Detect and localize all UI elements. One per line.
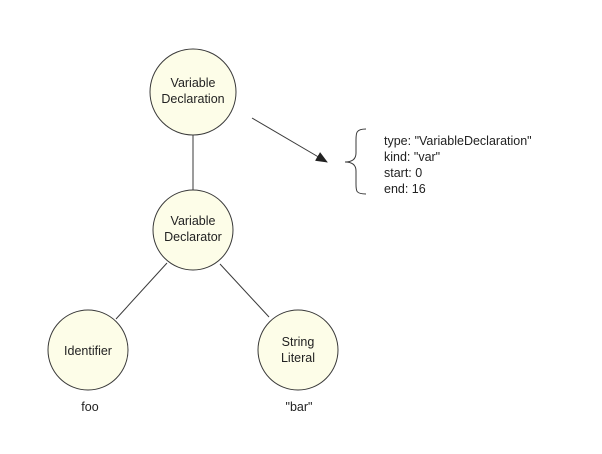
node-string-literal-line2: Literal: [281, 351, 315, 365]
node-string-literal-circle: [257, 309, 339, 391]
node-variable-declarator-line2: Declarator: [164, 230, 222, 244]
string-literal-value: "bar": [286, 400, 313, 414]
property-type: type: "VariableDeclaration": [384, 134, 532, 148]
property-start: start: 0: [384, 166, 422, 180]
edge-declarator-to-identifier: [115, 262, 168, 320]
node-variable-declarator: Variable Declarator: [152, 189, 234, 271]
property-kind: kind: "var": [384, 150, 440, 164]
properties-brace: [344, 128, 367, 195]
node-identifier: Identifier: [47, 309, 129, 391]
node-variable-declaration: Variable Declaration: [149, 48, 237, 136]
node-variable-declaration-line1: Variable: [171, 76, 216, 90]
identifier-value: foo: [81, 400, 98, 414]
node-variable-declaration-circle: [149, 48, 237, 136]
node-variable-declarator-line1: Variable: [171, 214, 216, 228]
node-string-literal: String Literal: [257, 309, 339, 391]
node-identifier-label: Identifier: [64, 344, 112, 358]
edge-declarator-to-string-literal: [219, 263, 270, 318]
node-variable-declarator-circle: [152, 189, 234, 271]
node-variable-declaration-line2: Declaration: [161, 92, 224, 106]
property-end: end: 16: [384, 182, 426, 196]
properties-list: type: "VariableDeclaration" kind: "var" …: [384, 134, 532, 196]
properties-arrow: [251, 117, 328, 163]
node-string-literal-line1: String: [282, 335, 315, 349]
node-identifier-circle: [47, 309, 129, 391]
